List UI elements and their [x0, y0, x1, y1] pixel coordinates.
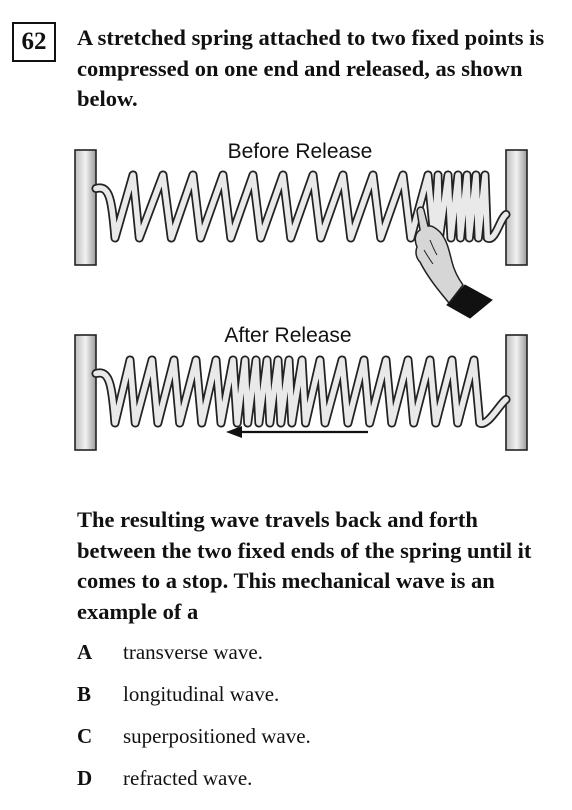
choice-c-text: superpositioned wave. — [123, 723, 311, 748]
choice-a-text: transverse wave. — [123, 639, 263, 664]
choice-a[interactable]: A transverse wave. — [77, 638, 263, 666]
spring-figure: Before Release After Release — [74, 140, 528, 451]
choice-c[interactable]: C superpositioned wave. — [77, 722, 311, 750]
choice-d-text: refracted wave. — [123, 765, 253, 790]
choice-d-letter: D — [77, 765, 93, 790]
choice-b[interactable]: B longitudinal wave. — [77, 680, 279, 708]
question-stem: A stretched spring attached to two fixed… — [77, 25, 545, 111]
choice-b-text: longitudinal wave. — [123, 681, 280, 706]
question-number: 62 — [12, 22, 56, 62]
right-wall-after — [505, 334, 528, 451]
choice-d[interactable]: D refracted wave. — [77, 764, 252, 792]
spring-before — [91, 170, 511, 243]
coil-fill — [93, 357, 509, 427]
spring-after — [91, 355, 511, 428]
wave-direction-arrow — [226, 426, 368, 438]
coil-fill — [93, 172, 509, 242]
hand-icon — [414, 206, 493, 319]
question-prompt: The resulting wave travels back and fort… — [77, 507, 532, 624]
left-wall-before — [74, 149, 97, 266]
after-release-label: After Release — [224, 324, 351, 347]
left-wall-after — [74, 334, 97, 451]
right-wall-before — [505, 149, 528, 266]
choice-a-letter: A — [77, 639, 93, 664]
choice-b-letter: B — [77, 681, 92, 706]
choice-c-letter: C — [77, 723, 93, 748]
before-release-label: Before Release — [228, 140, 373, 163]
